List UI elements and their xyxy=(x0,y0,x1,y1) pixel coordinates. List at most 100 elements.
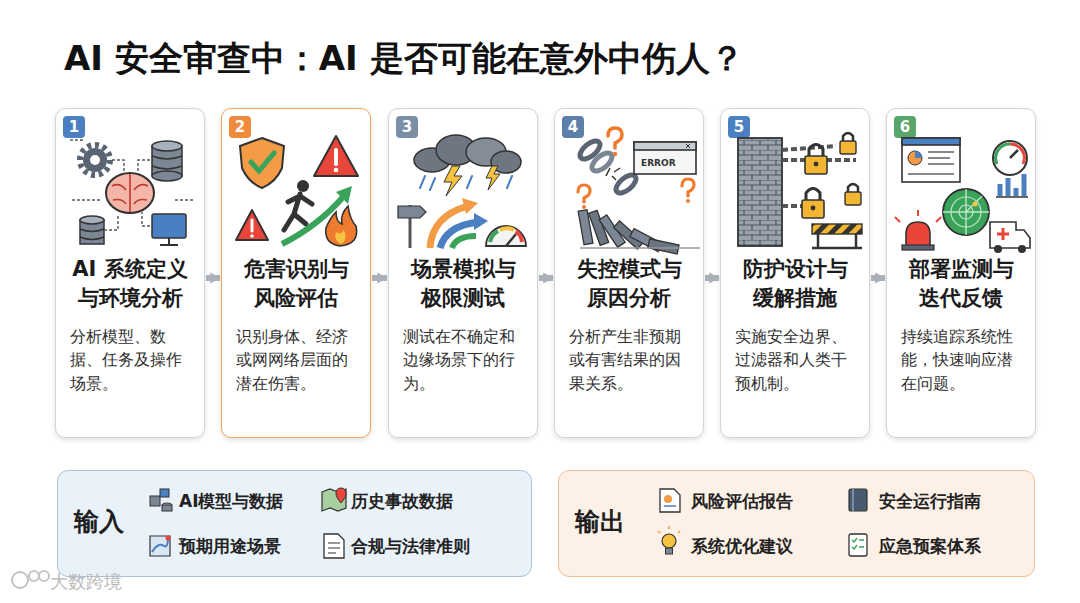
padlock-icons xyxy=(814,162,819,167)
guide-book-icon xyxy=(852,489,854,511)
gauge-icon xyxy=(490,231,498,242)
padlock-icons xyxy=(802,133,861,218)
radar-icon xyxy=(943,189,989,235)
siren-icon xyxy=(895,210,941,250)
panel-item: 历史事故数据 xyxy=(351,491,453,511)
bar-chart xyxy=(996,196,1028,198)
barrier-icon xyxy=(812,234,862,248)
padlock-icons xyxy=(843,133,853,141)
ambulance-icon xyxy=(1018,245,1026,253)
database-icon xyxy=(152,141,182,151)
dashboard-icon xyxy=(902,138,960,182)
speed-gauge xyxy=(1010,144,1024,164)
flow-arrow xyxy=(372,275,387,281)
model-data-icon xyxy=(150,489,172,511)
route-arrows xyxy=(452,236,476,248)
dominoes xyxy=(578,210,700,254)
step-badge: 2 xyxy=(229,116,251,138)
gear-icon xyxy=(80,145,110,175)
gauge-icon xyxy=(486,226,526,246)
question-marks xyxy=(682,179,694,196)
siren-icon xyxy=(902,245,934,250)
flow-arrow xyxy=(206,275,220,281)
text-slot: 安全运行指南 xyxy=(879,491,981,511)
question-marks xyxy=(578,185,590,202)
speed-gauge xyxy=(993,141,1027,175)
ambulance-icon xyxy=(990,222,1030,253)
storm-clouds xyxy=(414,135,521,196)
step-badge: 5 xyxy=(728,116,750,138)
report-icon xyxy=(660,489,680,512)
document-icon xyxy=(324,534,344,558)
signpost-icon xyxy=(398,206,426,218)
route-arrows xyxy=(440,222,478,248)
process-card: 危害识别与 风险评估识别身体、经济 或网网络层面的 潜在伤害。2 xyxy=(221,108,371,438)
database-icon xyxy=(152,171,182,181)
padlock-icons xyxy=(806,189,820,201)
monitor-icon xyxy=(160,238,178,245)
trend-arrow xyxy=(282,196,344,244)
padlock-icons xyxy=(845,192,861,205)
monitor-icon xyxy=(152,214,186,238)
step-badge: 4 xyxy=(562,116,584,138)
io-panel: 输入AI模型与数据历史事故数据预期用途场景合规与法律准则 xyxy=(57,470,532,577)
step-description: 分析产生非预期 或有害结果的因 果关系。 xyxy=(569,326,687,396)
text-slot: 应急预案体系 xyxy=(879,536,981,556)
scenario-map-icon xyxy=(150,536,170,556)
ambulance-icon xyxy=(997,228,1009,240)
dominoes xyxy=(589,210,609,245)
radar-icon xyxy=(959,205,973,219)
radar-icon xyxy=(943,189,989,235)
step-description: 识别身体、经济 或网网络层面的 潜在伤害。 xyxy=(236,326,354,396)
diagram-title: AI 安全审查中：AI 是否可能在意外中伤人？ xyxy=(64,36,744,82)
checklist-icon xyxy=(849,534,867,556)
running-person xyxy=(284,180,312,230)
report-icon xyxy=(664,495,672,503)
step-heading: 防护设计与 缓解措施 xyxy=(731,255,859,312)
process-card: 场景模拟与 极限测试测试在不确定和 边缘场景下的行 为。3 xyxy=(388,108,538,438)
gear-icon xyxy=(90,155,100,165)
step-description: 实施安全边界、 过滤器和人类干 预机制。 xyxy=(735,326,853,396)
report-icon xyxy=(660,489,680,512)
error-window xyxy=(686,144,690,148)
warning-icon xyxy=(250,234,254,238)
watermark-logo xyxy=(12,571,49,588)
text-slot: 输入 xyxy=(74,509,124,534)
padlock-icons xyxy=(848,184,858,192)
history-map-icon xyxy=(322,488,346,511)
callout-number: 6 xyxy=(900,120,910,135)
question-marks xyxy=(608,128,622,148)
panel-item: 安全运行指南 xyxy=(879,491,981,511)
question-marks xyxy=(582,205,586,209)
watermark: 大数跨境 xyxy=(50,570,122,594)
database-icon xyxy=(80,229,104,240)
flow-arrow xyxy=(705,275,719,281)
running-person xyxy=(297,180,309,192)
report-icon xyxy=(664,505,676,507)
radar-icon xyxy=(943,189,989,235)
broken-chain xyxy=(606,168,620,180)
brain-icon xyxy=(112,174,148,212)
signpost-icon xyxy=(398,205,426,248)
step-heading: 场景模拟与 极限测试 xyxy=(399,255,527,312)
storm-clouds xyxy=(466,138,506,166)
step-badge: 6 xyxy=(894,116,916,138)
padlock-icons xyxy=(809,145,823,157)
speed-gauge xyxy=(996,144,1010,164)
model-data-icon xyxy=(162,503,172,507)
bulb-icon xyxy=(666,548,673,554)
fire-icon xyxy=(326,206,357,246)
step-description: 分析模型、数 据、任务及操作 场景。 xyxy=(70,326,188,396)
scenario-map-icon xyxy=(150,536,171,557)
flow-arrows xyxy=(70,140,195,230)
error-text: ERROR xyxy=(641,158,676,168)
guide-book-icon xyxy=(849,489,867,511)
scenario-map-icon xyxy=(166,536,171,541)
text-slot: 风险评估报告 xyxy=(691,491,793,511)
document-icon xyxy=(328,543,340,553)
dashboard-icon xyxy=(902,138,960,145)
database-icon xyxy=(152,156,182,169)
radar-icon xyxy=(951,197,981,227)
model-data-icon xyxy=(150,496,160,506)
